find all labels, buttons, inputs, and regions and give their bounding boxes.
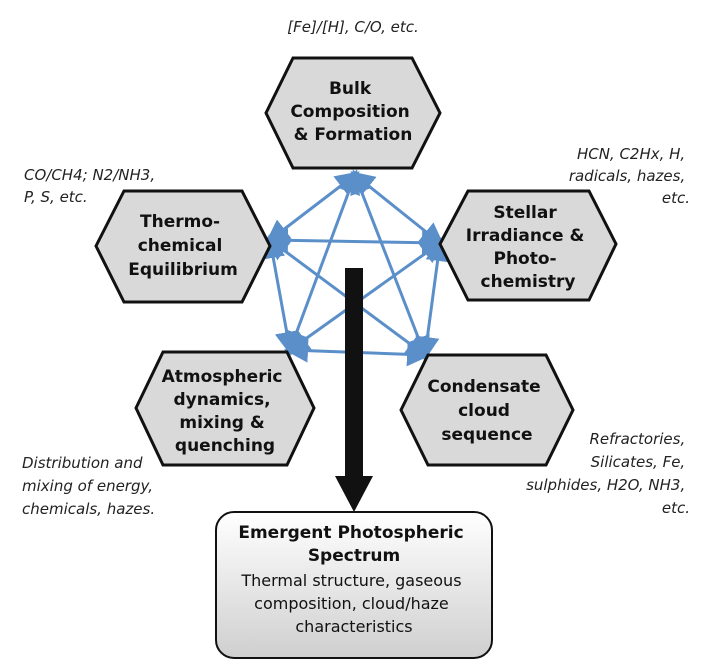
note-stellar: HCN, C2Hx, H, radicals, hazes, etc. bbox=[569, 145, 690, 207]
output-box-title: Emergent Photospheric Spectrum bbox=[238, 523, 469, 566]
output-box-body: Thermal structure, gaseous composition, … bbox=[240, 571, 466, 636]
note-bulk: [Fe]/[H], C/O, etc. bbox=[287, 18, 419, 36]
output-arrow bbox=[335, 268, 373, 512]
hexagon-label-bulk: Bulk Composition & Formation bbox=[290, 79, 415, 145]
output-box bbox=[215, 511, 493, 659]
hexagon-label-stellar: Stellar Irradiance & Photo- chemistry bbox=[466, 203, 590, 292]
hexagon-atmos bbox=[134, 350, 316, 467]
arrow-stellar-condensate bbox=[415, 237, 450, 361]
hexagon-label-atmos: Atmospheric dynamics, mixing & quenching bbox=[162, 367, 289, 456]
hexagon-label-thermo: Thermo- chemical Equilibrium bbox=[128, 212, 238, 280]
arrow-thermo-stellar bbox=[264, 228, 446, 255]
hexagon-stellar bbox=[438, 189, 618, 302]
hexagon-condensate bbox=[399, 353, 575, 467]
arrow-stellar-atmos bbox=[285, 239, 445, 354]
note-condensate: Refractories, Silicates, Fe, sulphides, … bbox=[526, 430, 690, 517]
note-thermo: CO/CH4; N2/NH3, P, S, etc. bbox=[24, 166, 160, 206]
hexagon-bulk bbox=[264, 56, 442, 170]
note-atmos: Distribution and mixing of energy, chemi… bbox=[22, 454, 158, 518]
arrow-thermo-atmos bbox=[261, 234, 299, 356]
hexagon-label-condensate: Condensate cloud sequence bbox=[427, 377, 546, 445]
hexagon-thermo bbox=[94, 189, 272, 304]
